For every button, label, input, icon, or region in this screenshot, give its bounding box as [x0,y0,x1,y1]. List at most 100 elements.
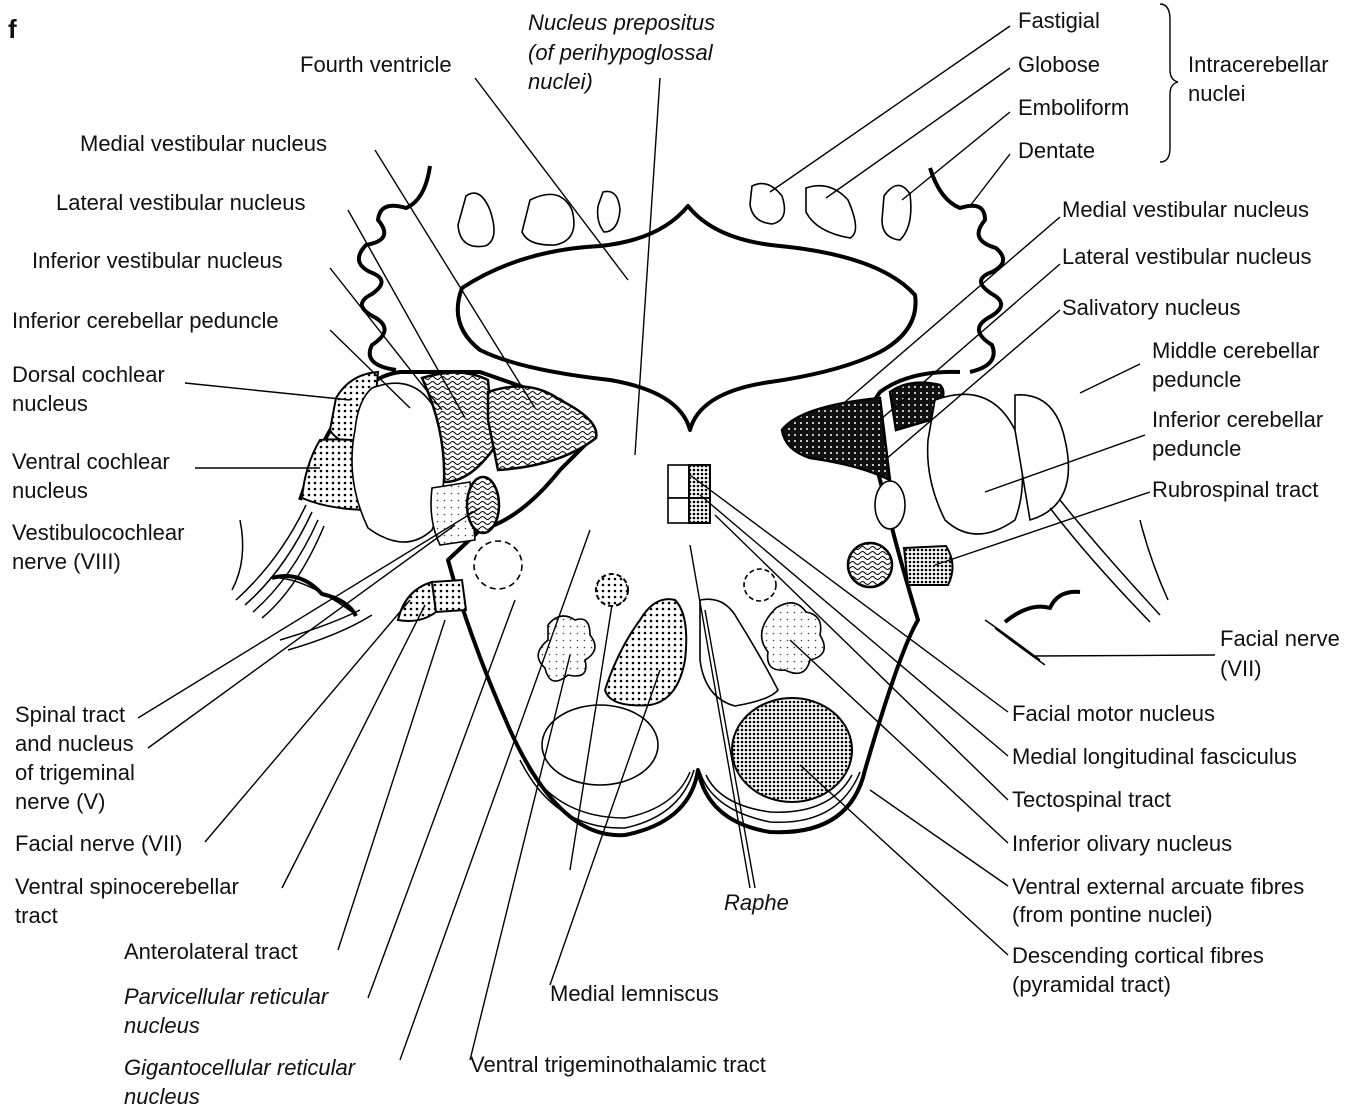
label-ventral-cochlear-1: Ventral cochlear [12,449,170,474]
lead-fourth-ventricle [475,78,628,280]
label-anterolateral: Anterolateral tract [124,939,298,964]
lead-dentate [970,154,1010,206]
label-parvicellular-1: Parvicellular reticular [124,984,330,1009]
right-facial-nerve [985,620,1045,665]
right-vestibulocochlear-nerve [1050,500,1168,622]
right-tectospinal [689,498,710,523]
vestibulocochlear-nerve [236,505,324,618]
label-dentate: Dentate [1018,138,1095,163]
right-cerebellar-edge [930,168,1003,372]
label-lateral-vestibular-left: Lateral vestibular nucleus [56,190,305,215]
label-salivatory: Salivatory nucleus [1062,295,1241,320]
medial-lemniscus-right [700,599,778,706]
medial-lemniscus-left [605,599,686,705]
label-facial-motor: Facial motor nucleus [1012,701,1215,726]
left-ventral-spinocerebellar [398,582,436,621]
label-nucleus-prepositus-2: (of perihypoglossal [528,40,714,65]
label-dorsal-cochlear-2: nucleus [12,391,88,416]
label-layer: Fourth ventricle Nucleus prepositus (of … [12,8,1340,1109]
left-cerebellar-nucleus-3 [598,191,620,232]
label-intracerebellar-2: nuclei [1188,81,1245,106]
label-emboliform: Emboliform [1018,95,1129,120]
label-tectospinal: Tectospinal tract [1012,787,1171,812]
left-mlf-top [668,465,689,498]
lead-emboliform [902,112,1010,200]
intracerebellar-bracket [1160,4,1178,162]
panel-letter: f [8,14,17,44]
vestibulocochlear-nerve-stub [232,520,243,590]
left-pyramid [542,705,658,785]
label-facial-nerve-left: Facial nerve (VII) [15,831,183,856]
right-salivatory-nucleus [875,481,905,529]
right-medial-vestibular-nucleus [782,398,890,480]
right-rubrospinal-dotted [904,546,953,585]
right-rubrospinal-tract [848,543,892,587]
fastigial-nucleus [750,184,784,224]
globose-nucleus [806,186,856,238]
label-middle-cerebellar-1: Middle cerebellar [1152,338,1320,363]
label-mlf: Medial longitudinal fasciculus [1012,744,1297,769]
lead-medial-vestibular-left [375,150,535,408]
label-ventral-trigeminothalamic: Ventral trigeminothalamic tract [470,1052,766,1077]
label-spinal-tract-2: and nucleus [15,731,134,756]
left-cerebellar-nucleus-2 [522,194,574,245]
label-inferior-cerebellar-right-1: Inferior cerebellar [1152,407,1323,432]
label-spinal-tract-4: nerve (V) [15,789,105,814]
right-facial-nerve-outline [1005,592,1080,622]
lead-anterolateral [338,620,445,950]
lead-facial-nerve-left [205,600,410,842]
lead-descending-cortical [800,765,1008,955]
label-intracerebellar-1: Intracerebellar [1188,52,1329,77]
lead-middle-cerebellar [1080,364,1140,393]
label-inferior-cerebellar-left: Inferior cerebellar peduncle [12,308,279,333]
label-dorsal-cochlear-1: Dorsal cochlear [12,362,165,387]
label-parvicellular-2: nucleus [124,1013,200,1038]
label-ventral-external-1: Ventral external arcuate fibres [1012,874,1304,899]
label-medial-vestibular-right: Medial vestibular nucleus [1062,197,1309,222]
left-dashed-nucleus [474,541,522,589]
right-pyramidal-tract [732,698,852,802]
label-descending-cortical-2: (pyramidal tract) [1012,972,1171,997]
label-lateral-vestibular-right: Lateral vestibular nucleus [1062,244,1311,269]
label-raphe: Raphe [724,890,789,915]
lead-nucleus-prepositus [635,78,660,455]
left-anterolateral-region [432,580,466,612]
lead-ventral-external [870,790,1008,886]
left-cerebellar-edge [359,166,430,370]
label-nucleus-prepositus-3: nuclei) [528,69,593,94]
label-rubrospinal: Rubrospinal tract [1152,477,1318,502]
lead-fastigial [770,26,1010,192]
label-middle-cerebellar-2: peduncle [1152,367,1241,392]
lead-raphe-1 [690,545,750,888]
right-inferior-cerebellar-peduncle [928,394,1023,534]
label-globose: Globose [1018,52,1100,77]
left-tectospinal [668,498,689,523]
label-facial-nerve-right-1: Facial nerve [1220,626,1340,651]
label-nucleus-prepositus-1: Nucleus prepositus [528,10,715,35]
label-inferior-olivary: Inferior olivary nucleus [1012,831,1232,856]
left-raphe-dot [596,574,628,606]
label-gigantocellular-2: nucleus [124,1084,200,1109]
label-gigantocellular-1: Gigantocellular reticular [124,1055,357,1080]
label-medial-lemniscus: Medial lemniscus [550,981,719,1006]
label-vestibulocochlear-2: nerve (VIII) [12,549,121,574]
left-inferior-cerebellar-peduncle [352,383,445,542]
label-fastigial: Fastigial [1018,8,1100,33]
label-medial-vestibular-left: Medial vestibular nucleus [80,131,327,156]
label-descending-cortical-1: Descending cortical fibres [1012,943,1264,968]
emboliform-nucleus [882,185,911,240]
lead-dorsal-cochlear [185,383,350,400]
label-inferior-cerebellar-right-2: peduncle [1152,436,1241,461]
left-salivatory-nucleus [467,477,499,533]
label-facial-nerve-right-2: (VII) [1220,656,1262,681]
label-spinal-tract-3: of trigeminal [15,760,135,785]
label-inferior-vestibular: Inferior vestibular nucleus [32,248,283,273]
label-ventral-spinocerebellar-2: tract [15,903,58,928]
left-medial-vestibular-nucleus [488,387,596,470]
left-cerebellar-nucleus-1 [458,193,494,246]
lead-medial-vestibular-right [845,217,1060,402]
label-fourth-ventricle: Fourth ventricle [300,52,452,77]
lead-globose [826,68,1010,198]
label-spinal-tract-1: Spinal tract [15,702,125,727]
